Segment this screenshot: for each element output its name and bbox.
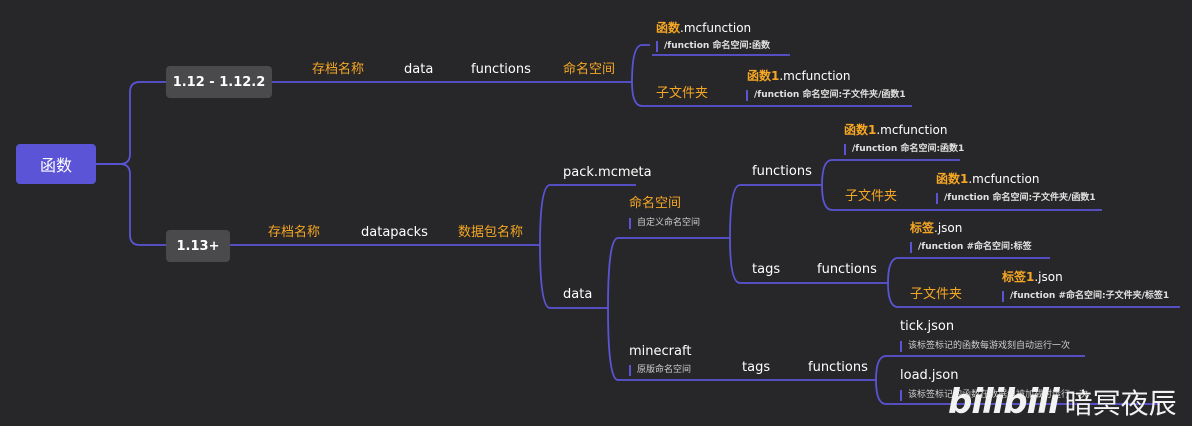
minecraft-functions-node: functions [808,360,868,375]
version-node-1-13: 1.13+ [166,230,230,262]
tags-folder-node: tags [752,262,781,277]
datapacks-folder-node: datapacks [361,225,428,240]
namespace-note: 自定义命名空间 [629,218,700,229]
subfolder-node: 子文件夹 [845,189,898,204]
minecraft-namespace-node: minecraft [629,344,692,359]
subfolder-function-note: /function 命名空间:子文件夹/函数1 [746,90,906,101]
tag-file-note: /function #命名空间:标签 [910,242,1032,253]
pack-mcmeta-node: pack.mcmeta [563,165,652,180]
watermark-author: 暗冥夜辰 [1064,387,1177,420]
namespace-node: 命名空间 [629,196,682,211]
functions-folder-node: functions [471,62,531,77]
save-name-node: 存档名称 [268,225,321,240]
bilibili-logo: bilibili [948,382,1060,422]
root-node: 函数 [16,144,96,184]
datapack-name-node: 数据包名称 [458,225,524,240]
namespace-node: 命名空间 [563,62,616,77]
version-node-1-12: 1.12 - 1.12.2 [166,66,272,98]
subfolder-node: 子文件夹 [656,86,709,101]
tag-functions-folder-node: functions [817,262,877,277]
subfolder-function-file-node: 函数1.mcfunction [936,172,1040,186]
function-file-node: 函数1.mcfunction [844,123,948,137]
subfolder-function-file-node: 函数1.mcfunction [747,69,851,83]
watermark: bilibili 暗冥夜辰 [948,382,1177,422]
minecraft-tags-node: tags [742,360,771,375]
subfolder-tag-file-node: 标签1.json [1002,270,1063,284]
function-file-note: /function 命名空间:函数1 [844,144,964,155]
data-folder-node: data [563,287,593,302]
load-json-node: load.json [900,368,959,383]
tick-json-node: tick.json [900,319,955,334]
tag-file-node: 标签.json [910,221,963,235]
function-file-note: /function 命名空间:函数 [656,41,770,52]
save-name-node: 存档名称 [312,62,365,77]
function-file-node: 函数.mcfunction [656,21,752,35]
tag-subfolder-node: 子文件夹 [910,287,963,302]
minecraft-namespace-note: 原版命名空间 [629,365,691,376]
subfolder-function-note: /function 命名空间:子文件夹/函数1 [936,193,1096,204]
functions-folder-node: functions [752,164,812,179]
data-folder-node: data [404,62,434,77]
tick-json-note: 该标签标记的函数每游戏刻自动运行一次 [900,341,1070,352]
subfolder-tag-note: /function #命名空间:子文件夹/标签1 [1002,291,1169,302]
load-json-note: 该标签标记的函数在数据包被加载时运行一次 [900,390,1088,401]
